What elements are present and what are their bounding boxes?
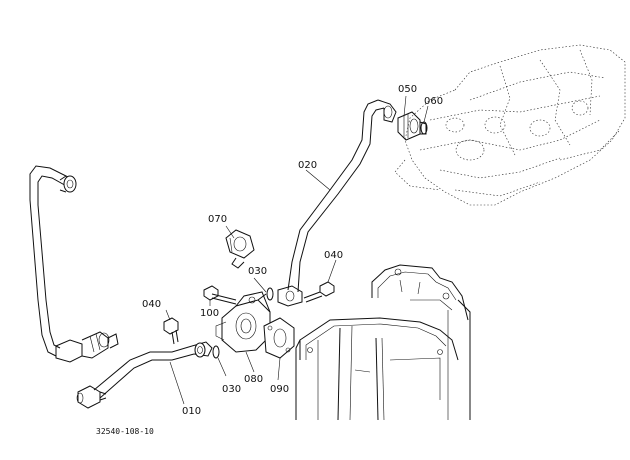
label-030-lower: 030 — [222, 384, 241, 395]
label-100: 100 — [200, 308, 219, 319]
pipe-020 — [277, 99, 397, 307]
label-070: 070 — [208, 214, 227, 225]
part-labels: 050 060 020 070 030 040 040 100 030 080 … — [142, 84, 443, 417]
label-010: 010 — [182, 406, 201, 417]
return-hose-left — [29, 165, 119, 363]
label-020: 020 — [298, 160, 317, 171]
switch-070 — [225, 229, 255, 269]
label-040-right: 040 — [324, 250, 343, 261]
bolt-100 — [203, 285, 237, 305]
bolt-040-right — [303, 281, 335, 303]
flange-090 — [263, 317, 295, 359]
oring-030-upper — [266, 287, 274, 301]
bolt-040-left — [163, 317, 179, 345]
label-030-upper: 030 — [248, 266, 267, 277]
label-080: 080 — [244, 374, 263, 385]
label-060: 060 — [424, 96, 443, 107]
oring-030-lower — [212, 345, 220, 359]
label-050: 050 — [398, 84, 417, 95]
label-090: 090 — [270, 384, 289, 395]
drawing-code: 32540-108-10 — [96, 427, 154, 436]
engine-block — [394, 44, 626, 206]
transmission-housing — [295, 264, 471, 421]
leader-lines — [165, 95, 429, 405]
label-040-left: 040 — [142, 299, 161, 310]
pipe-010 — [76, 341, 213, 409]
